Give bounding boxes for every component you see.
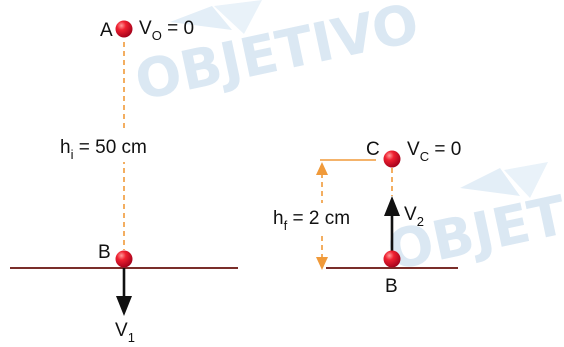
velocity-v2-arrowhead bbox=[384, 196, 400, 216]
point-b-right-label: B bbox=[385, 276, 398, 297]
ball-c bbox=[383, 150, 401, 168]
height-initial-label: hi = 50 cm bbox=[60, 137, 147, 162]
watermark-top: OBJETIVO bbox=[130, 0, 425, 113]
point-b-label: B bbox=[98, 242, 111, 263]
height-label-bg bbox=[56, 132, 186, 162]
watermark-logo-shape bbox=[504, 162, 548, 198]
v0-label: VO = 0 bbox=[139, 18, 194, 43]
v1-label: V1 bbox=[115, 320, 135, 345]
height-label-bg bbox=[270, 203, 366, 233]
ball-b-right bbox=[383, 250, 401, 268]
watermark-text: OBJETIVO bbox=[130, 0, 425, 113]
watermark-logo-shape bbox=[170, 6, 232, 30]
point-a-label: A bbox=[100, 20, 113, 41]
height-final-label: hf = 2 cm bbox=[273, 208, 350, 233]
watermark-logo-shape bbox=[214, 0, 262, 34]
v2-label: V2 bbox=[404, 204, 424, 229]
vc-label: VC = 0 bbox=[407, 139, 461, 164]
right-scene: C VC = 0 hf = 2 cm V2 B bbox=[270, 139, 461, 297]
dimension-arrowhead-bottom bbox=[316, 257, 328, 270]
ball-b bbox=[115, 250, 133, 268]
point-c-label: C bbox=[366, 139, 380, 160]
dimension-arrowhead-top bbox=[316, 162, 328, 175]
velocity-v1-arrowhead bbox=[116, 296, 132, 316]
watermark-logo-shape bbox=[460, 168, 520, 196]
left-scene: A VO = 0 hi = 50 cm B V1 bbox=[10, 18, 238, 345]
ball-a bbox=[115, 20, 133, 38]
